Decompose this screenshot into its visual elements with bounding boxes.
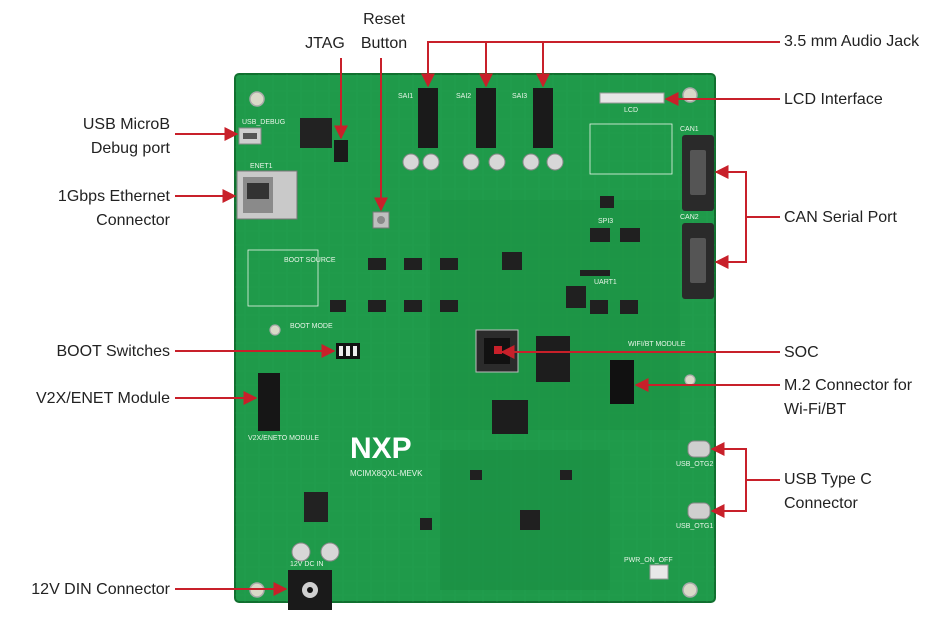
silk-wifi: WIFI/BT MODULE bbox=[628, 341, 686, 348]
silk-dc-in: 12V DC IN bbox=[290, 561, 323, 568]
silk-lcd: LCD bbox=[624, 107, 638, 114]
silk-usb-otg1: USB_OTG1 bbox=[676, 523, 713, 530]
usb-type-c-connectors bbox=[687, 440, 711, 520]
silk-usb-otg2: USB_OTG2 bbox=[676, 461, 713, 468]
small-ics bbox=[330, 196, 640, 530]
silk-model: MCIMX8QXL-MEVK bbox=[350, 469, 423, 478]
label-usbc-line2: Connector bbox=[784, 495, 858, 512]
ethernet-connector bbox=[236, 170, 298, 220]
silk-boot-mode: BOOT MODE bbox=[290, 323, 333, 330]
m2-connector bbox=[610, 360, 634, 404]
nxp-logo: NXP bbox=[350, 432, 412, 465]
memory-chip bbox=[536, 336, 570, 382]
debug-chip bbox=[300, 118, 332, 148]
capacitors bbox=[291, 153, 564, 562]
label-audio-jack: 3.5 mm Audio Jack bbox=[784, 33, 920, 50]
label-jtag: JTAG bbox=[305, 35, 345, 52]
pmic-chip bbox=[492, 400, 528, 434]
silk-usb-debug: USB_DEBUG bbox=[242, 119, 285, 126]
boot-table bbox=[247, 249, 319, 307]
label-m2-line2: Wi-Fi/BT bbox=[784, 401, 847, 418]
label-usb-debug-line2: Debug port bbox=[90, 140, 170, 157]
label-reset-line2: Button bbox=[360, 35, 408, 52]
label-ethernet-line2: Connector bbox=[96, 212, 170, 229]
label-12v-din: 12V DIN Connector bbox=[31, 581, 170, 598]
silk-pwr: PWR_ON_OFF bbox=[624, 557, 673, 564]
silk-can2: CAN2 bbox=[680, 214, 699, 221]
usb-microb-debug-port bbox=[238, 127, 262, 145]
pcb-board bbox=[234, 73, 716, 603]
boot-switches bbox=[336, 343, 360, 359]
silk-can1: CAN1 bbox=[680, 126, 699, 133]
label-usbc-line1: USB Type C bbox=[784, 471, 872, 488]
silkscreen: USB_DEBUG ENET1 BOOT SOURCE BOOT MODE V2… bbox=[242, 93, 713, 568]
power-button bbox=[649, 564, 669, 580]
label-reset-line1: Reset bbox=[363, 11, 405, 28]
label-lcd-interface: LCD Interface bbox=[784, 91, 883, 108]
power-inductor bbox=[304, 492, 328, 522]
silk-sai1: SAI1 bbox=[398, 93, 413, 100]
jtag-header bbox=[334, 140, 348, 162]
silk-enet: ENET1 bbox=[250, 163, 273, 170]
label-m2-line1: M.2 Connector for bbox=[784, 377, 913, 394]
label-boot-switches: BOOT Switches bbox=[56, 343, 170, 360]
audio-jacks bbox=[418, 88, 553, 148]
silk-sai2: SAI2 bbox=[456, 93, 471, 100]
silk-uart: UART1 bbox=[594, 279, 617, 286]
dc-in-connector bbox=[288, 570, 332, 610]
silk-boot-source: BOOT SOURCE bbox=[284, 257, 336, 264]
lcd-interface bbox=[589, 92, 673, 175]
can-serial-ports bbox=[682, 135, 714, 299]
label-can-serial-port: CAN Serial Port bbox=[784, 209, 897, 226]
label-v2x-module: V2X/ENET Module bbox=[36, 390, 170, 407]
label-soc: SOC bbox=[784, 344, 819, 361]
silk-sai3: SAI3 bbox=[512, 93, 527, 100]
callout-lines bbox=[175, 41, 780, 596]
silk-v2x: V2X/ENETO MODULE bbox=[248, 435, 319, 442]
reset-button bbox=[372, 211, 390, 229]
label-ethernet-line1: 1Gbps Ethernet bbox=[57, 188, 170, 205]
mounting-holes bbox=[249, 87, 698, 598]
soc bbox=[475, 329, 519, 373]
v2x-connector bbox=[258, 373, 280, 431]
label-usb-debug-line1: USB MicroB bbox=[82, 116, 170, 133]
silk-spi: SPI3 bbox=[598, 218, 613, 225]
